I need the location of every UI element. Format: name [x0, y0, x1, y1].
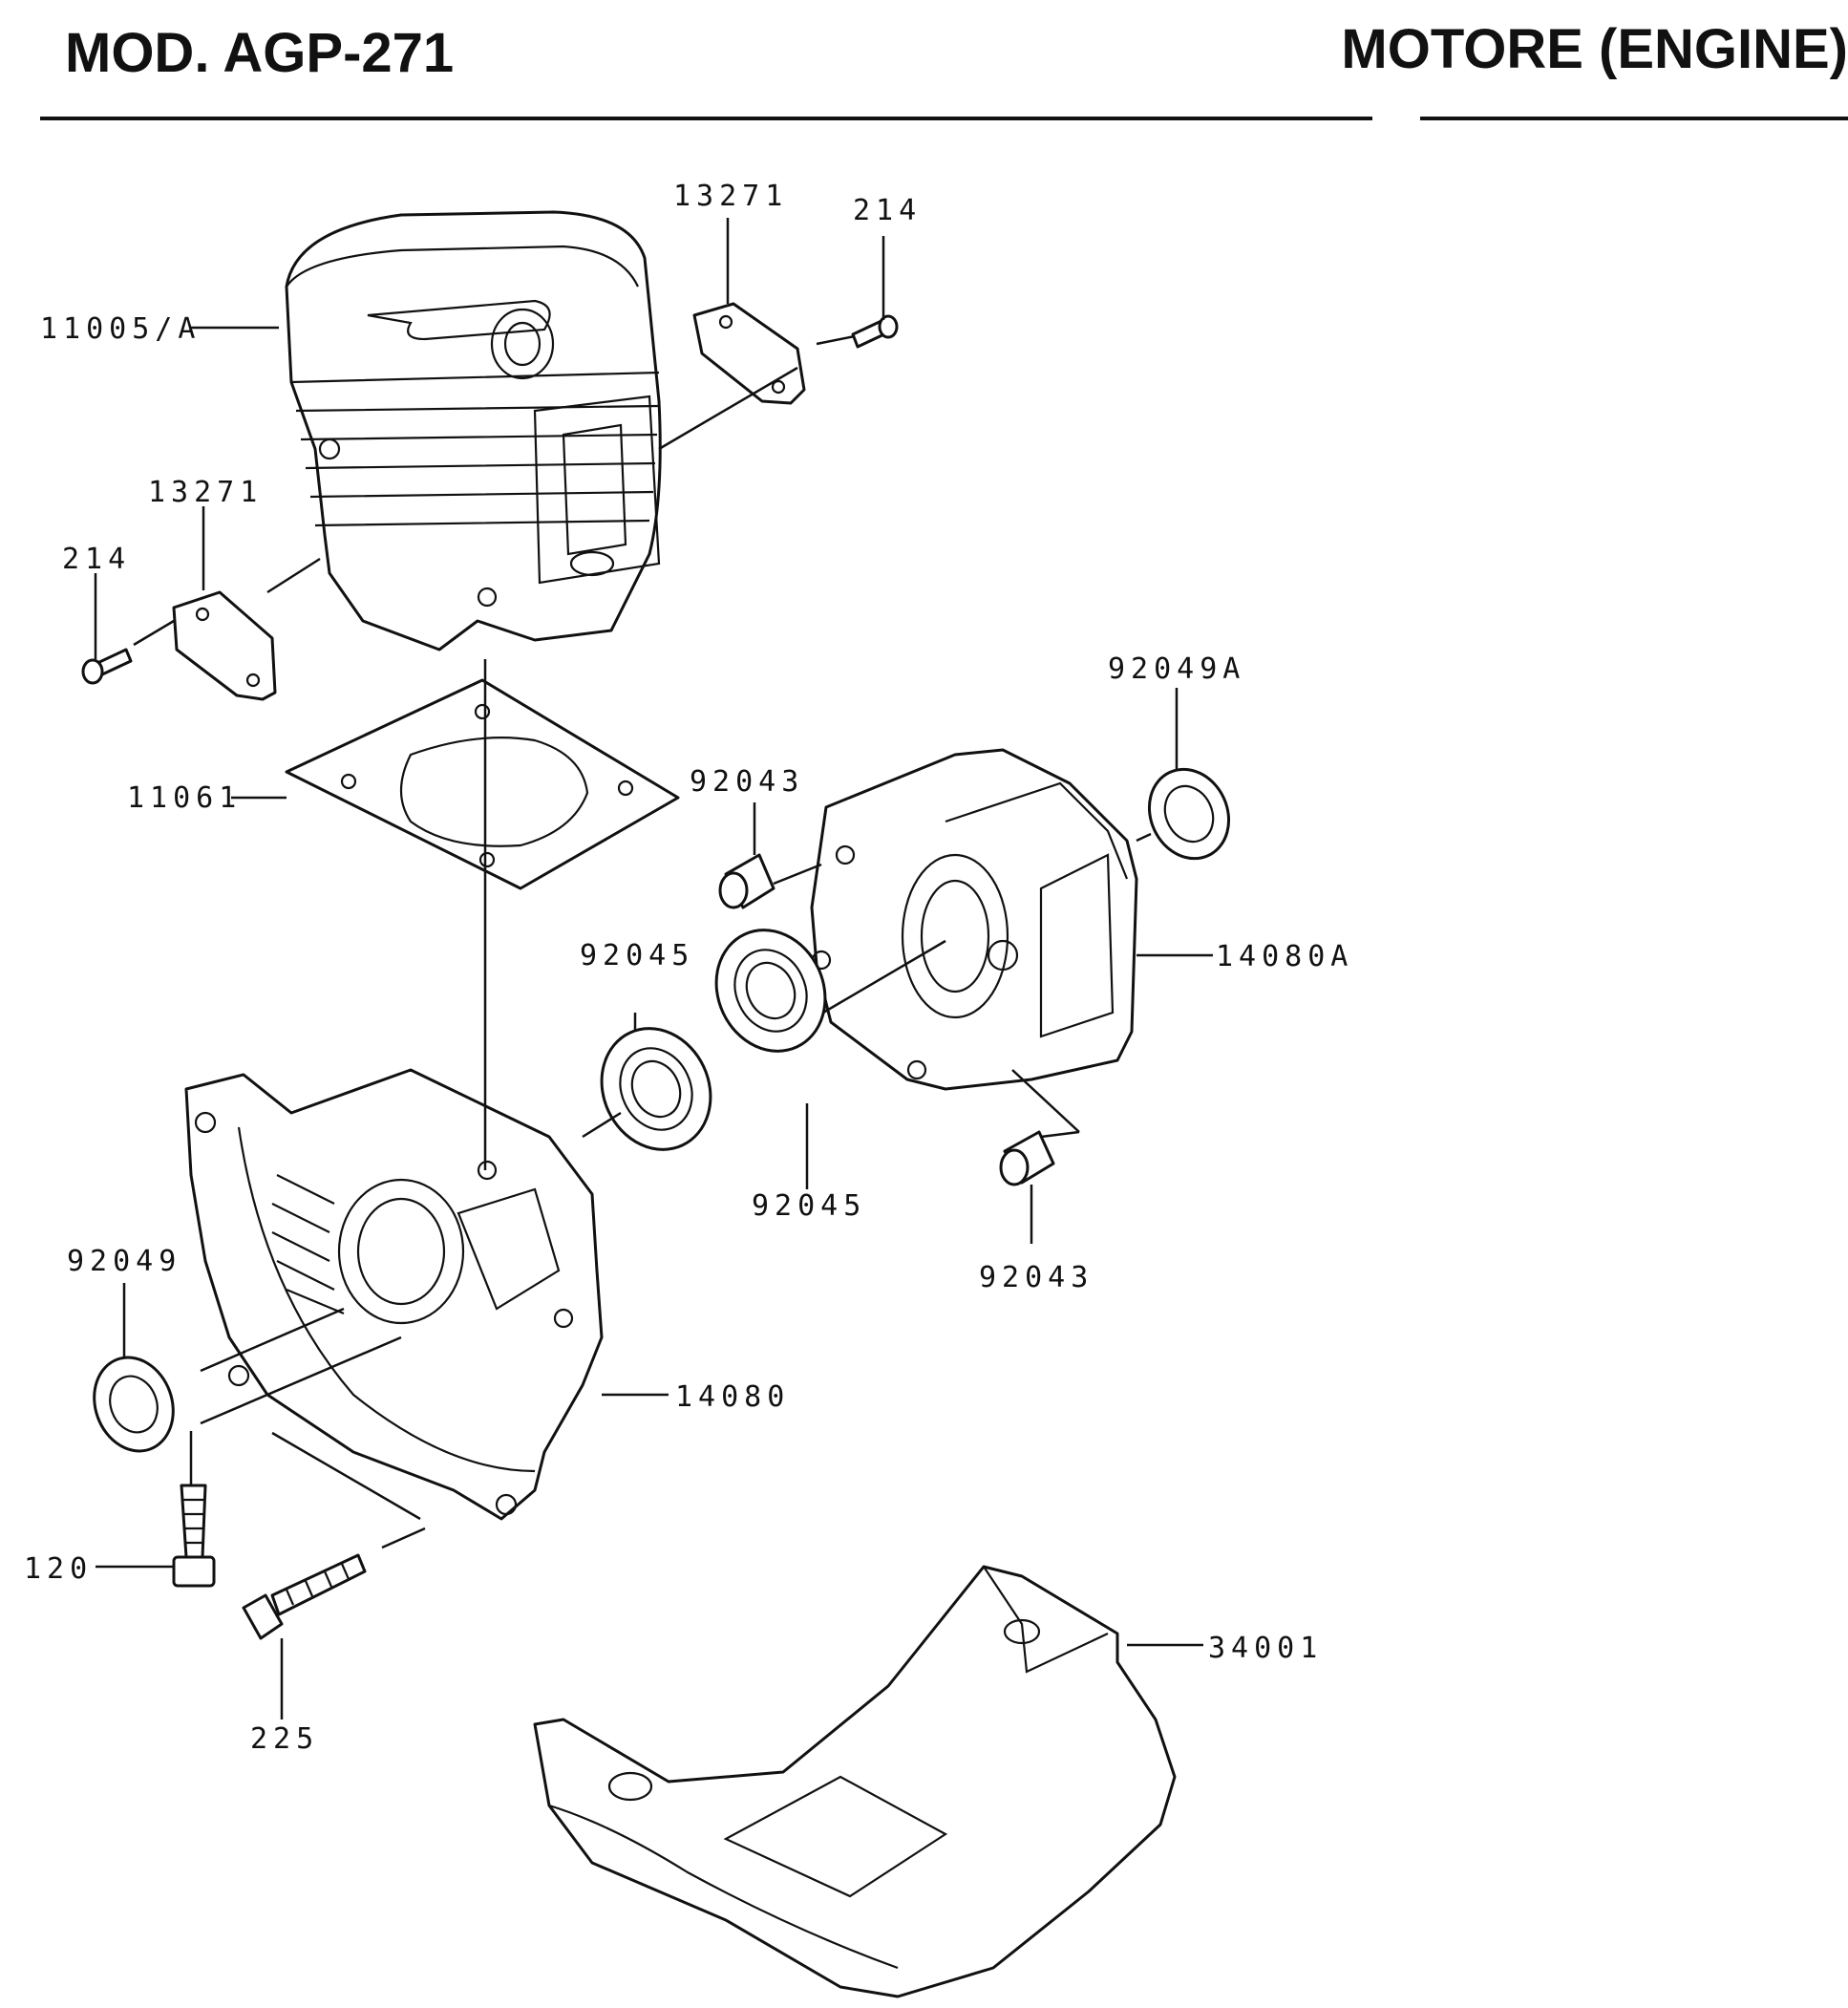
label-214-top: 214 — [853, 194, 922, 227]
label-14080: 14080 — [675, 1380, 790, 1414]
label-92045-upper: 92045 — [580, 939, 694, 972]
label-120: 120 — [24, 1552, 93, 1586]
label-13271-left: 13271 — [148, 476, 263, 509]
bolt-part[interactable] — [172, 1484, 216, 1588]
header-rule-left — [40, 117, 1372, 120]
label-225: 225 — [250, 1722, 319, 1756]
crankcase-right-part[interactable] — [810, 748, 1138, 1091]
header-rule-right — [1420, 117, 1848, 120]
guard-part[interactable] — [533, 1565, 1177, 1998]
crankcase-left-part[interactable] — [184, 1068, 604, 1521]
pin-upper-part[interactable] — [718, 853, 775, 909]
label-92043-upper: 92043 — [690, 765, 804, 799]
cover-top-part[interactable] — [692, 302, 806, 405]
screw-225-part[interactable] — [242, 1553, 367, 1640]
label-34001: 34001 — [1208, 1632, 1323, 1665]
label-13271-top: 13271 — [673, 180, 788, 213]
label-92049: 92049 — [67, 1245, 181, 1278]
leader-lines — [94, 218, 1213, 1720]
section-title: MOTORE (ENGINE) — [1341, 18, 1848, 80]
cylinder-part[interactable] — [285, 210, 662, 652]
gasket-part[interactable] — [285, 678, 680, 890]
label-92043-lower: 92043 — [979, 1261, 1094, 1294]
label-92049A: 92049A — [1108, 652, 1245, 686]
label-11005-A: 11005/A — [40, 312, 201, 346]
bearing-upper-part[interactable] — [697, 912, 845, 1069]
pin-lower-part[interactable] — [999, 1130, 1055, 1186]
label-214-left: 214 — [62, 543, 131, 576]
screw-top-part[interactable] — [851, 314, 899, 349]
seal-left-part[interactable] — [81, 1346, 185, 1462]
label-92045-lower: 92045 — [752, 1189, 866, 1223]
screw-left-part[interactable] — [81, 648, 133, 685]
label-14080A: 14080A — [1216, 940, 1353, 973]
bearing-lower-part[interactable] — [583, 1011, 731, 1167]
label-11061: 11061 — [127, 781, 242, 815]
cover-left-part[interactable] — [172, 590, 277, 701]
seal-right-part[interactable] — [1135, 757, 1243, 872]
model-title: MOD. AGP-271 — [65, 22, 455, 84]
